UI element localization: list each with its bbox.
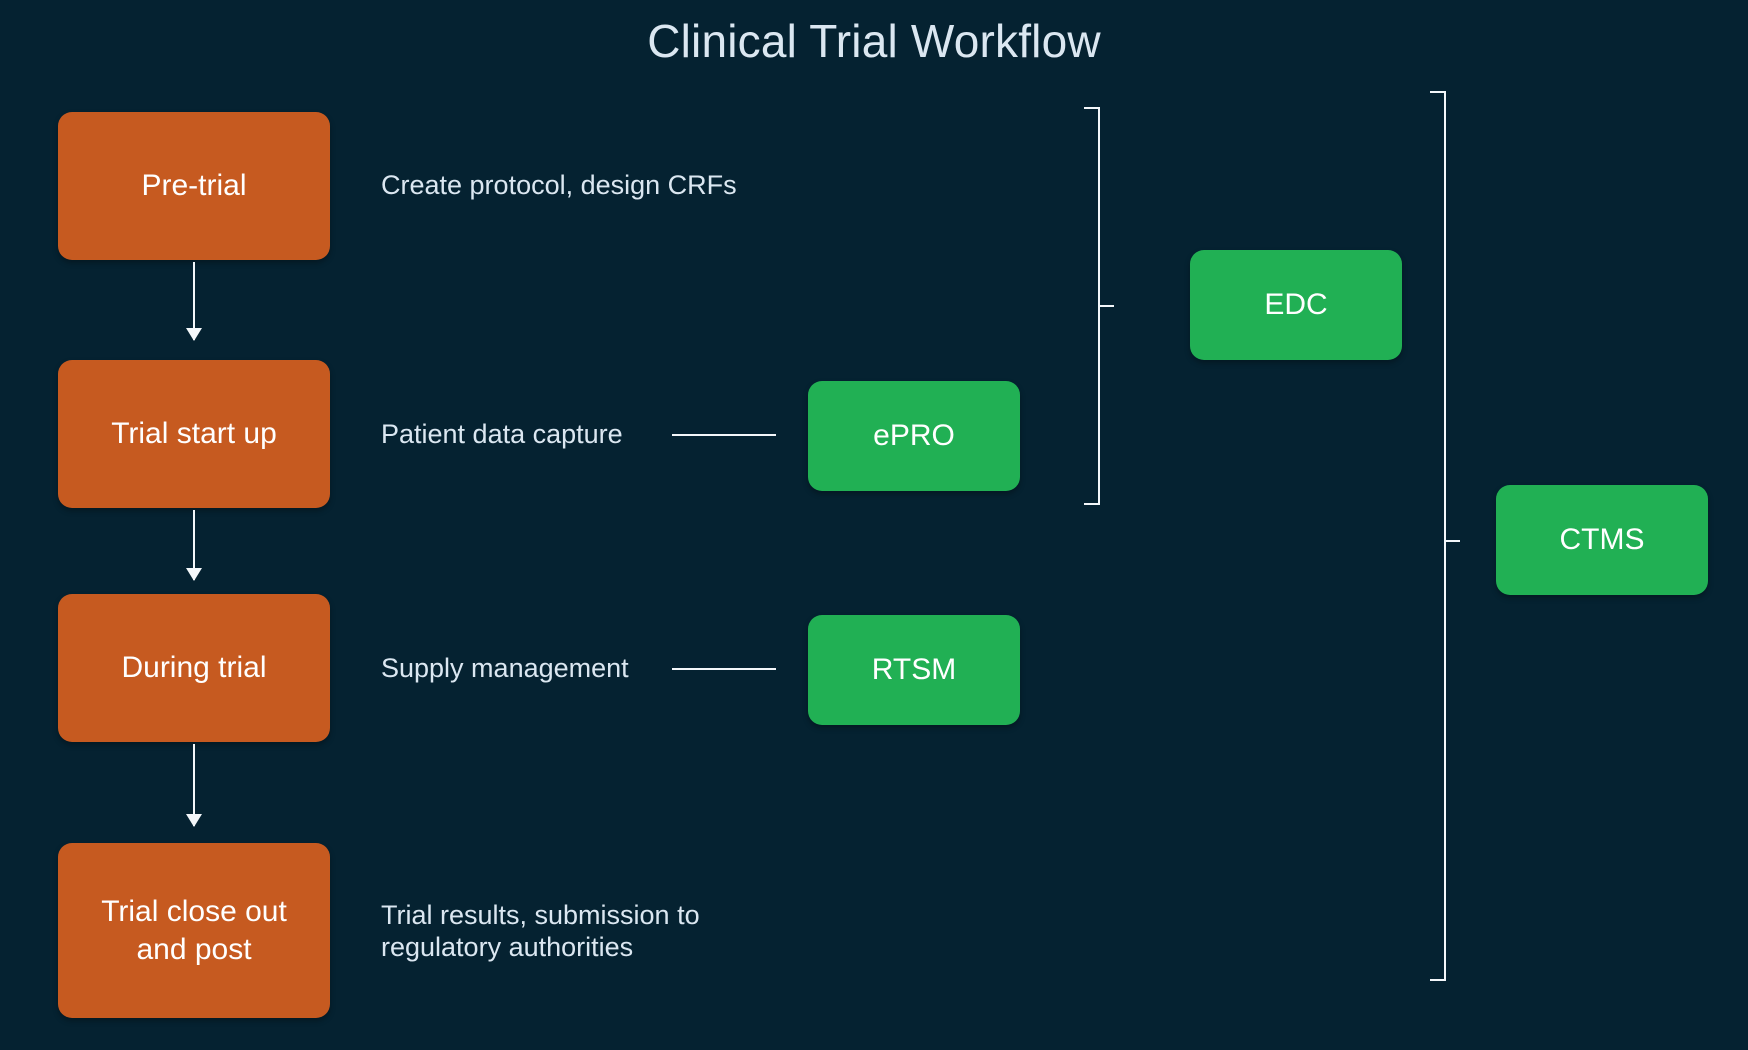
flow-arrow-pre-trial-to-start-up [193, 262, 195, 340]
stage-box-trial-start-up[interactable]: Trial start up [58, 360, 330, 508]
page-title: Clinical Trial Workflow [647, 15, 1101, 67]
bracket-tick-ctms [1446, 540, 1460, 542]
flow-arrow-start-up-to-during-trial [193, 510, 195, 580]
system-box-edc[interactable]: EDC [1190, 250, 1402, 360]
bracket-group-edc [1084, 107, 1100, 505]
connector-supply-management-to-rtsm [672, 668, 776, 670]
system-box-ctms[interactable]: CTMS [1496, 485, 1708, 595]
bracket-tick-edc [1100, 305, 1114, 307]
stage-box-trial-close-out[interactable]: Trial close out and post [58, 843, 330, 1018]
stage-description-trial-close-out: Trial results, submission to regulatory … [381, 900, 700, 962]
stage-box-during-trial[interactable]: During trial [58, 594, 330, 742]
stage-box-pre-trial[interactable]: Pre-trial [58, 112, 330, 260]
connector-patient-data-capture-to-epro [672, 434, 776, 436]
bracket-group-ctms [1430, 91, 1446, 981]
system-box-epro[interactable]: ePRO [808, 381, 1020, 491]
stage-description-trial-start-up: Patient data capture [381, 419, 623, 449]
flow-arrow-during-trial-to-close-out [193, 744, 195, 826]
stage-description-during-trial: Supply management [381, 653, 629, 683]
system-box-rtsm[interactable]: RTSM [808, 615, 1020, 725]
stage-description-pre-trial: Create protocol, design CRFs [381, 170, 737, 200]
